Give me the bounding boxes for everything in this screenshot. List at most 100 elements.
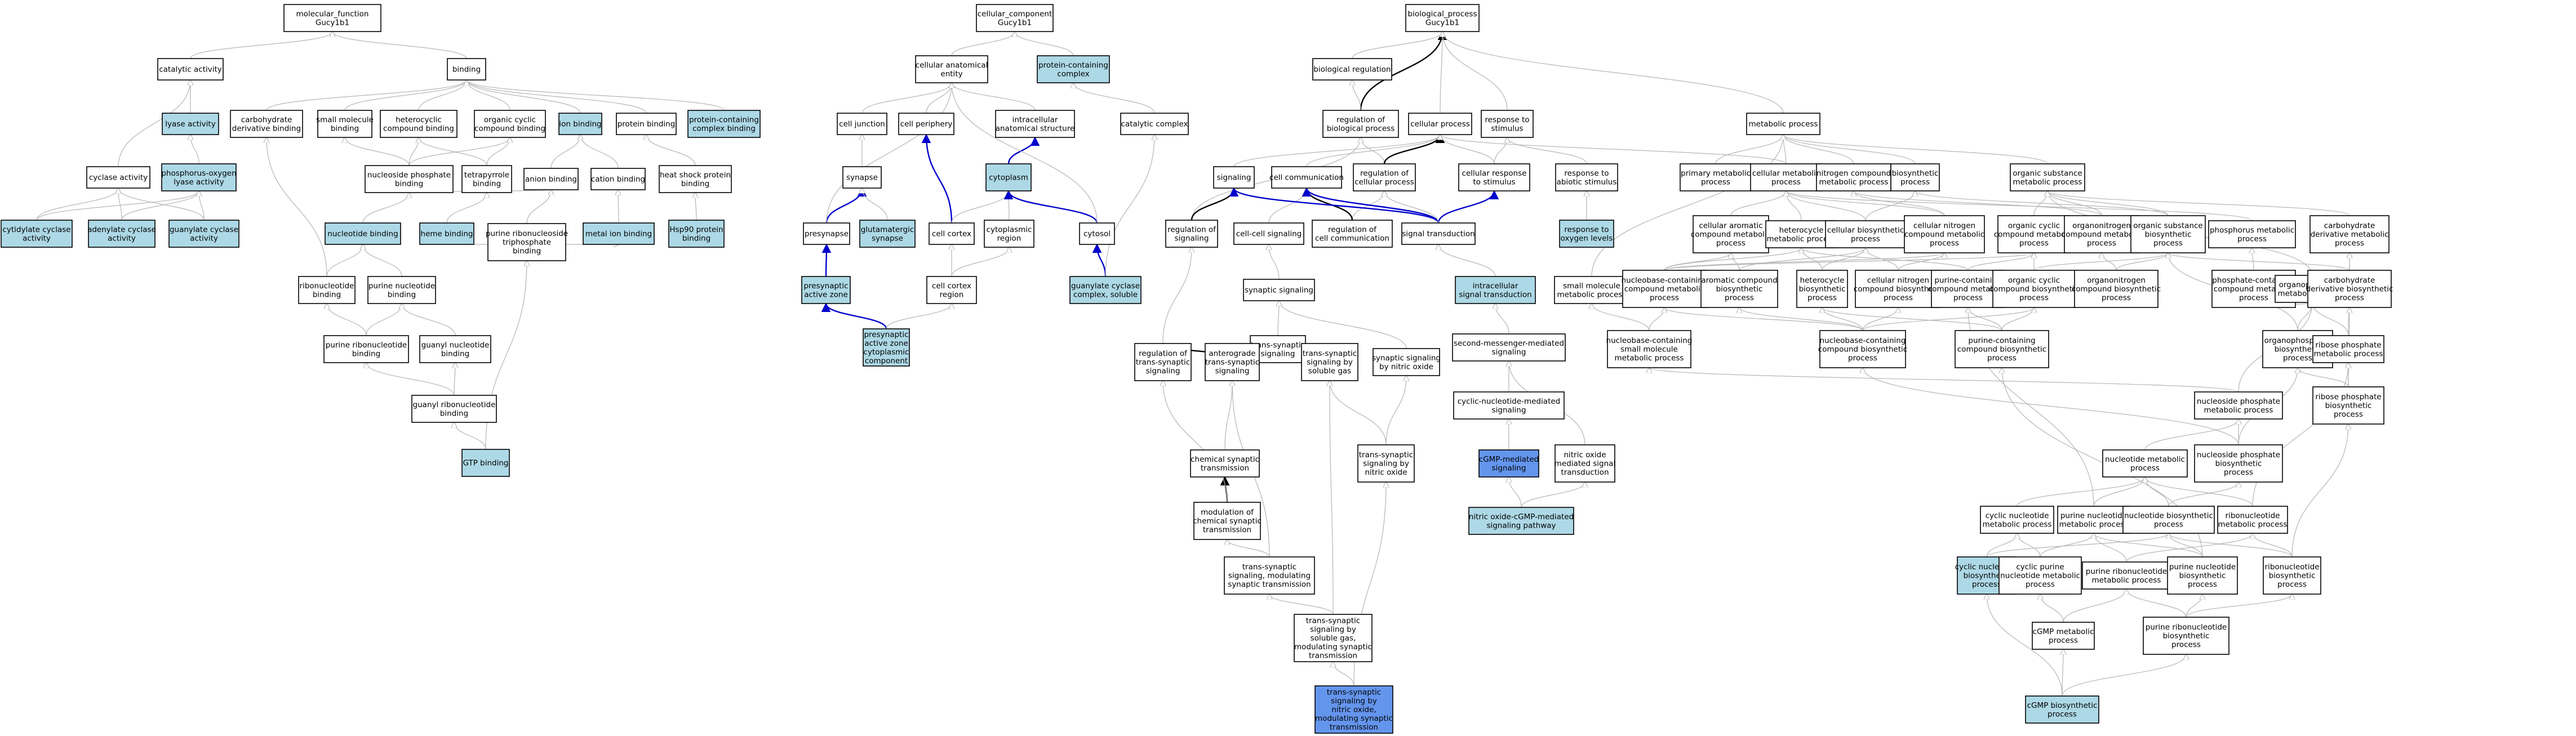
- go-node-nucleotide-bind[interactable]: nucleotide binding: [325, 222, 401, 245]
- go-node-synapse[interactable]: synapse: [842, 166, 882, 189]
- go-node-cellular-process[interactable]: cellular process: [1408, 113, 1472, 135]
- go-node-prot-bind[interactable]: protein binding: [616, 113, 677, 135]
- go-node-cell-junction[interactable]: cell junction: [837, 113, 887, 135]
- go-node-metabolic[interactable]: metabolic process: [1746, 113, 1820, 135]
- go-node-heme-bind[interactable]: heme binding: [419, 222, 474, 245]
- go-node-cell-cell-sig[interactable]: cell-cell signaling: [1233, 222, 1304, 245]
- go-node-signaling[interactable]: signaling: [1213, 166, 1255, 189]
- go-node-catalytic-complex[interactable]: catalytic complex: [1120, 113, 1189, 135]
- go-node-cell-comm[interactable]: cell communication: [1269, 166, 1344, 189]
- go-node-anion-bind[interactable]: anion binding: [523, 168, 579, 190]
- go-node-syn-sig[interactable]: synaptic signaling: [1243, 279, 1315, 301]
- go-node-metal-ion[interactable]: metal ion binding: [583, 222, 655, 245]
- go-node-lyase[interactable]: lyase activity: [162, 113, 219, 135]
- go-node-gtp-bind[interactable]: GTP binding: [461, 449, 510, 477]
- go-node-sig-trans[interactable]: signal transduction: [1401, 222, 1476, 245]
- go-node-catalytic[interactable]: catalytic activity: [157, 58, 224, 81]
- go-node-binding[interactable]: binding: [447, 58, 486, 81]
- go-node-cytosol[interactable]: cytosol: [1079, 222, 1115, 245]
- go-node-presynapse[interactable]: presynapse: [803, 222, 850, 245]
- go-node-cell-cortex[interactable]: cell cortex: [929, 222, 975, 245]
- go-node-cytoplasm[interactable]: cytoplasm: [985, 163, 1032, 191]
- go-node-bio-reg[interactable]: biological regulation: [1312, 58, 1392, 81]
- go-node-cell-periphery[interactable]: cell periphery: [898, 113, 954, 135]
